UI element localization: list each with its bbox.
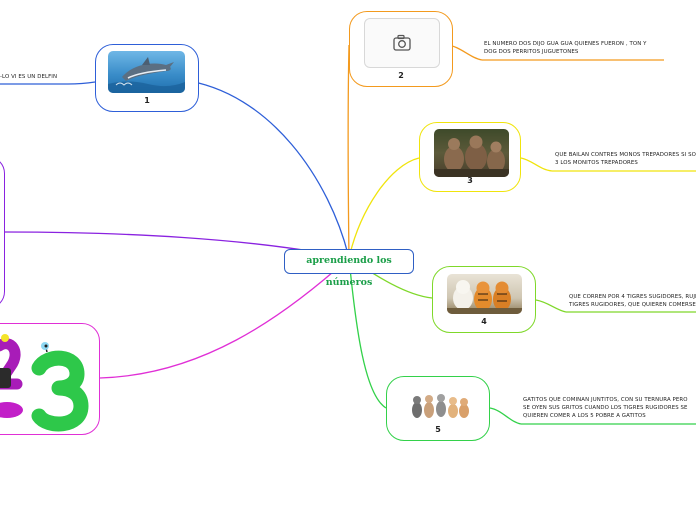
caption-1: -LO VI ES UN DELFIN [0,74,58,80]
topic-node-3[interactable]: 3 [419,122,521,192]
caption-4-line-2: TIGRES RUGIDORES, QUE QUIEREN COMERSE [569,302,696,308]
cats-photo [409,386,471,420]
topic-node-1[interactable]: 1 [95,44,199,112]
connector-4-leaf [535,299,567,313]
image-placeholder [364,18,440,68]
topic-node-left-purple[interactable] [0,156,5,309]
cartoon-number-three [0,334,89,432]
caption-4-line-1: QUE CORREN POR 4 TIGRES SUGIDORES, RUJE [569,294,696,300]
topic-number-4: 4 [481,317,487,326]
topic-number-3: 3 [467,176,473,185]
connector-1-leaf [67,81,96,85]
topic-node-5[interactable]: 5 [386,376,490,441]
caption-4: QUE CORREN POR 4 TIGRES SUGIDORES, RUJE … [569,293,696,309]
caption-5-line-3: QUIEREN COMER A LOS 5 POBRE A GATITOS [523,413,646,419]
caption-3-line-2: 3 LOS MONITOS TREPADORES [555,160,638,166]
topic-number-5: 5 [435,425,441,434]
caption-2-line-2: DOG DOS PERRITOS JUGUETONES [484,49,579,55]
caption-2: EL NUMERO DOS DIJO GUA GUA QUIENES FUERO… [484,40,647,56]
connector-left-magenta [99,257,350,379]
connector-2 [347,44,350,259]
caption-2-line-1: EL NUMERO DOS DIJO GUA GUA QUIENES FUERO… [484,41,647,47]
dolphin-photo [108,51,185,93]
caption-5-line-2: SE OYEN SUS GRITOS CUANDO LOS TIGRES RUG… [523,405,688,411]
topic-number-1: 1 [144,96,150,105]
caption-3-line-1: QUE BAILAN CONTRES MONOS TREPADORES SI S… [555,152,696,158]
topic-node-2[interactable]: 2 [349,11,453,87]
caption-5-line-1: GATITOS QUE COMINAN JUNTITOS, CON SU TER… [523,397,688,403]
connector-5-leaf [489,407,522,425]
connector-1 [182,79,350,259]
topic-number-2: 2 [398,71,404,80]
connector-3-leaf [520,157,553,172]
topic-node-4[interactable]: 4 [432,266,536,333]
caption-5: GATITOS QUE COMINAN JUNTITOS, CON SU TER… [523,396,688,420]
central-topic[interactable]: aprendiendo los números [284,249,414,288]
tigers-photo [447,274,522,314]
camera-icon [393,34,411,51]
connector-3 [348,157,420,259]
monkeys-photo [434,129,509,177]
caption-3: QUE BAILAN CONTRES MONOS TREPADORES SI S… [555,151,696,167]
connector-5 [348,257,387,409]
topic-node-left-magenta[interactable] [0,323,100,435]
